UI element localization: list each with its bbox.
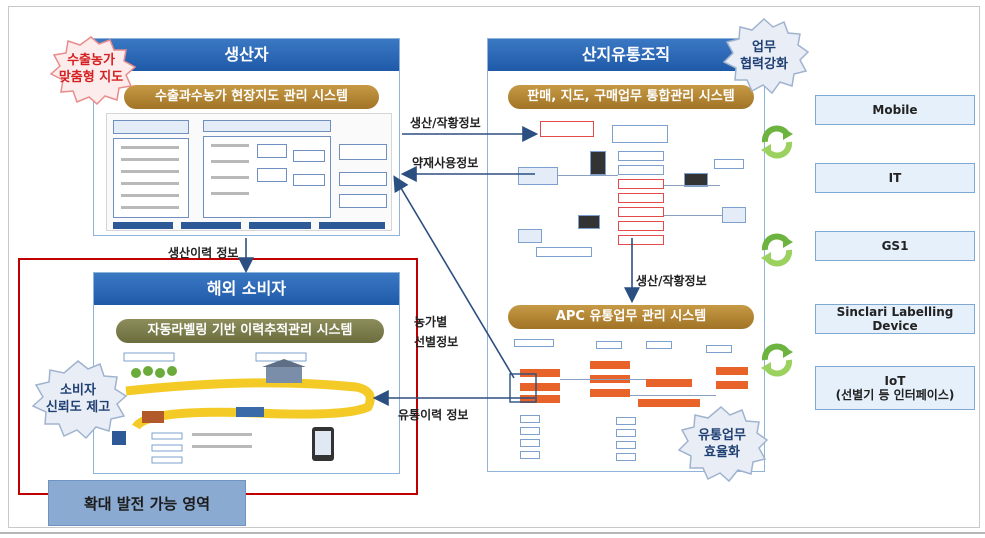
label-production-info: 생산/작황정보	[410, 116, 481, 130]
consumer-panel: 해외 소비자 자동라벨링 기반 이력추적관리 시스템	[93, 272, 400, 474]
traceability-illustration	[106, 347, 392, 467]
arrow-apc-to-producer	[393, 175, 515, 379]
distribution-system-bottom-label: APC 유통업무 관리 시스템	[508, 305, 754, 329]
cooperation-badge-shape	[722, 17, 810, 95]
producer-system-screenshot	[106, 113, 392, 231]
cycle-icon	[761, 233, 793, 267]
producer-badge-shape	[49, 36, 137, 106]
cycle-icon	[761, 125, 793, 159]
traceability-graphic	[112, 352, 375, 464]
tech-mobile: Mobile	[815, 95, 975, 125]
tech-gs1: GS1	[815, 231, 975, 261]
distribution-system-top-label: 판매, 지도, 구매업무 통합관리 시스템	[508, 85, 754, 109]
label-pesticide-info: 약재사용정보	[412, 156, 479, 170]
producer-system-label: 수출과수농가 현장지도 관리 시스템	[124, 85, 379, 109]
tech-it: IT	[815, 163, 975, 193]
producer-panel: 생산자 수출과수농가 현장지도 관리 시스템	[93, 38, 400, 236]
label-production-info-down: 생산/작황정보	[636, 274, 707, 288]
trust-badge-shape	[31, 360, 128, 440]
bottom-rule	[0, 532, 985, 534]
efficiency-badge-shape	[677, 406, 769, 483]
trust-badge: 소비자 신뢰도 제고	[45, 383, 111, 415]
tech-labelling-device: Sinclari Labelling Device	[815, 304, 975, 334]
label-distribution-history: 유통이력 정보	[398, 408, 469, 422]
cycle-icon	[761, 343, 793, 377]
efficiency-badge: 유통업무 효율화	[698, 428, 746, 460]
producer-badge: 수출농가 맞춤형 지도	[58, 53, 124, 85]
sales-system-screenshot	[506, 115, 752, 261]
expansion-label: 확대 발전 가능 영역	[48, 480, 246, 526]
consumer-title: 해외 소비자	[94, 273, 399, 305]
consumer-system-label: 자동라벨링 기반 이력추적관리 시스템	[116, 319, 384, 343]
label-farm-sorting: 농가별 선별정보	[414, 315, 459, 349]
cooperation-badge: 업무 협력강화	[740, 40, 788, 72]
label-production-history: 생산이력 정보	[168, 246, 239, 260]
tech-iot: IoT (선별기 등 인터페이스)	[815, 366, 975, 410]
producer-title: 생산자	[94, 39, 399, 71]
distribution-title: 산지유통조직	[488, 39, 764, 71]
